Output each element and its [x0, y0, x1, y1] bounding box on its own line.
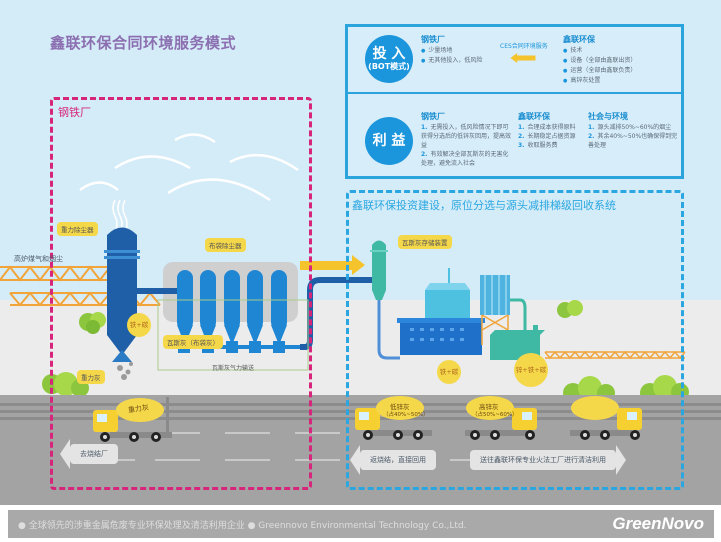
list-item: 2.长期稳定占据资源	[518, 133, 576, 140]
cloud-arc	[167, 178, 271, 202]
list-item: 1.无需投入，低风险情况下即可获得分选后的低锌灰回用，提高效益	[421, 124, 512, 149]
zinc-iron-carbon-bubble: 锌+铁+碳	[514, 353, 548, 387]
truck-gravity-ash	[93, 397, 172, 442]
list-item: 少量场地	[421, 46, 482, 56]
list-item: 1.源头减排50%~60%的烟尘	[588, 124, 672, 131]
to-xinlian-arrow: 送往鑫联环保专业火法工厂进行清洁利用	[470, 445, 626, 475]
processing-plant	[397, 268, 485, 355]
lane-marking	[170, 432, 200, 434]
guard-rail	[0, 403, 721, 406]
bag-filter-tag: 布袋除尘器	[205, 238, 246, 252]
truss-right	[544, 350, 686, 360]
cloud-arc	[79, 181, 119, 192]
benefits-xinlian-list: 1.合理成本获得原料 2.长期稳定占据资源 3.收取服务费	[518, 123, 583, 150]
storage-pipe	[377, 300, 400, 360]
gravity-ash-tag: 重力灰	[77, 370, 105, 384]
investment-xinlian-list: 技术 设备（全部由鑫联出资） 运营（全部由鑫联负责） 高锌灰处置	[563, 46, 636, 86]
footer: ● 全球领先的涉重金属危废专业环保处理及清洁利用企业 ● Greennovo E…	[8, 510, 714, 538]
list-item: 技术	[563, 46, 636, 56]
to-sinter-plant-arrow: 去烧结厂	[60, 439, 118, 469]
gas-ash-storage-tower	[370, 240, 388, 300]
list-item: 设备（全部由鑫联出资）	[563, 56, 636, 66]
steam-wisps	[112, 199, 128, 233]
list-item: 1.合理成本获得原料	[518, 124, 576, 131]
xinlian-zone-label: 鑫联环保投资建设，原位分选与源头减排梯级回收系统	[352, 199, 616, 212]
iron-carbon-bubble-2: 铁+碳	[437, 360, 461, 384]
greennovo-logo: GreenNovo	[612, 514, 704, 533]
lane-marking	[450, 459, 480, 461]
truck-high-zinc-pct: （占50%~60%）	[472, 412, 518, 418]
list-item: 无其他投入，低风险	[421, 56, 482, 66]
gravity-ash-particles	[117, 362, 133, 380]
steam-clouds	[79, 133, 299, 202]
divider	[348, 92, 681, 94]
benefits-society-heading: 社会与环境	[588, 112, 628, 121]
blast-furnace-gas-label: 高炉煤气和烟尘	[14, 255, 63, 263]
cloud-arc	[229, 153, 299, 172]
arrow-left-icon	[510, 53, 536, 63]
cloud-arc	[114, 155, 191, 170]
silo-tower	[480, 275, 510, 345]
gas-ash-bag-tag: 瓦斯灰（布袋灰）	[163, 335, 223, 349]
info-box: 投 入 (BOT模式) 钢铁厂 少量场地 无其他投入，低风险 CES合同环境服务…	[345, 24, 684, 179]
steel-plant-zone-label: 钢铁厂	[58, 106, 91, 119]
steel-plant-zone	[50, 97, 312, 490]
xinlian-zone	[346, 190, 684, 490]
lane-marking	[155, 459, 200, 461]
investment-subtitle: (BOT模式)	[368, 62, 410, 71]
lane-marking	[225, 432, 270, 434]
connecting-pipe	[137, 288, 177, 294]
investment-steel-heading: 钢铁厂	[421, 35, 445, 44]
investment-steel-list: 少量场地 无其他投入，低风险	[421, 46, 482, 66]
investment-circle: 投 入 (BOT模式)	[365, 35, 413, 83]
truck-high-zinc	[465, 396, 537, 440]
truck-high-zinc-label: 高锌灰	[479, 403, 499, 411]
list-item: 高锌灰处置	[563, 76, 636, 86]
list-item: 2.其余40%~50%也确保得到完善处理	[588, 133, 678, 149]
flow-arrow	[300, 255, 365, 275]
gas-ash-storage-tag: 瓦斯灰存储装置	[398, 235, 452, 249]
pneumatic-transport-label: 瓦斯灰气力输送	[212, 365, 255, 372]
footer-tagline: ● 全球领先的涉重金属危废专业环保处理及清洁利用企业 ● Greennovo E…	[18, 520, 467, 531]
benefits-circle: 利 益	[365, 117, 413, 165]
truck-low-zinc-pct: （占40%~50%）	[383, 412, 429, 418]
investment-xinlian-heading: 鑫联环保	[563, 35, 595, 44]
pneumatic-transport-frame	[157, 299, 309, 371]
benefits-society-list: 1.源头减排50%~60%的烟尘 2.其余40%~50%也确保得到完善处理	[588, 123, 678, 150]
benefits-steel-list: 1.无需投入，低风险情况下即可获得分选后的低锌灰回用，提高效益 2.有效解决全部…	[421, 123, 513, 168]
list-item: 3.收取服务费	[518, 142, 558, 149]
iron-carbon-bubble: 铁+碳	[127, 313, 151, 337]
lane-marking	[295, 459, 340, 461]
cloud-arc	[174, 133, 216, 144]
lane-marking	[225, 459, 270, 461]
benefits-title: 利 益	[372, 133, 406, 149]
page-title: 鑫联环保合同环境服务模式	[50, 34, 237, 52]
benefits-steel-heading: 钢铁厂	[421, 112, 445, 121]
benefits-xinlian-heading: 鑫联环保	[518, 112, 550, 121]
investment-title: 投 入	[372, 46, 406, 62]
truck-empty	[570, 396, 642, 440]
truck-low-zinc	[355, 396, 432, 440]
return-sinter-arrow: 返烧结，直接回用	[350, 445, 436, 475]
list-item: 运营（全部由鑫联负责）	[563, 66, 636, 76]
lane-marking	[295, 432, 340, 434]
gravity-collector-tag: 重力除尘器	[57, 222, 98, 236]
truck-low-zinc-label: 低锌灰	[390, 403, 410, 411]
list-item: 2.有效解决全部瓦斯灰的无害化处理，避免流入社会	[421, 151, 509, 167]
ces-label: CES合同环境服务	[500, 43, 548, 50]
